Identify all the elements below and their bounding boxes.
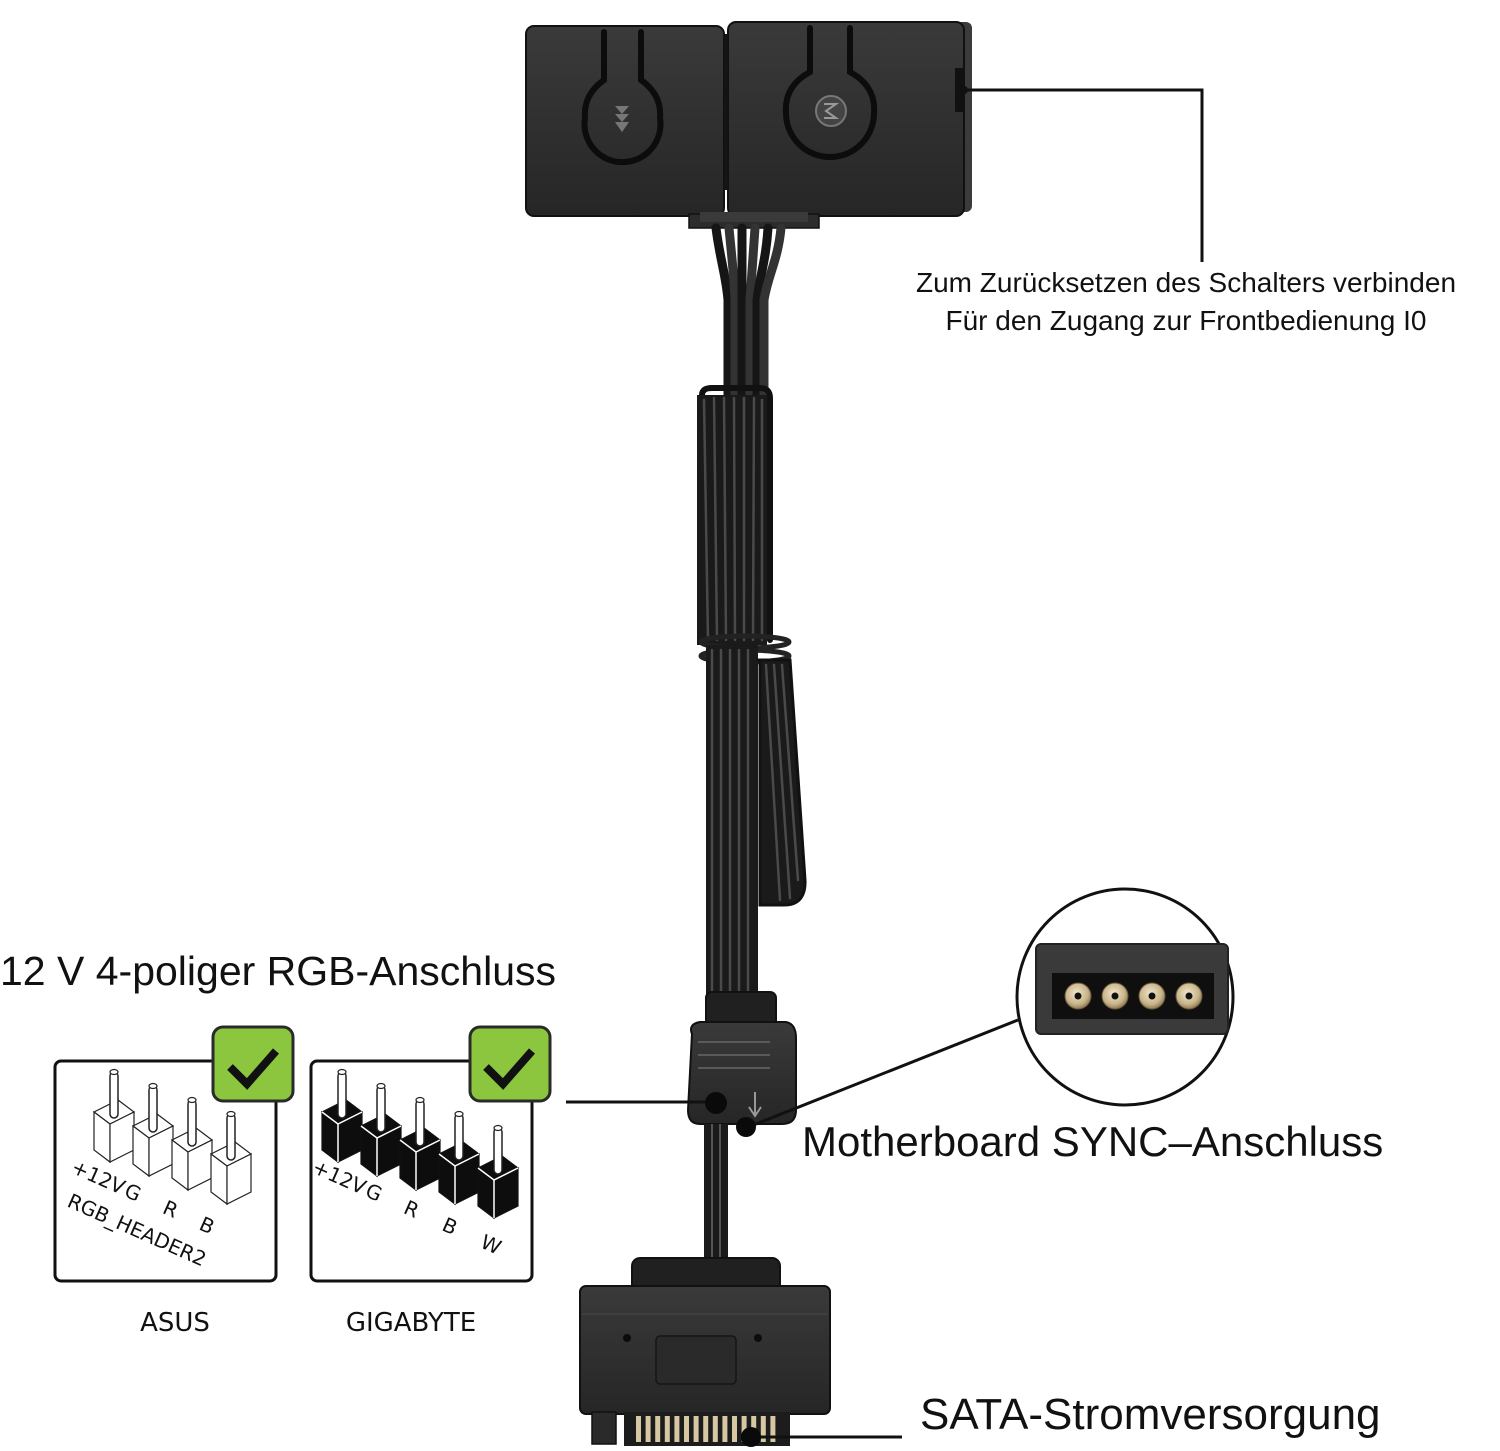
hub-right-half	[727, 21, 965, 217]
triple-down-arrow-icon	[615, 106, 629, 132]
sync-pin-hole	[1074, 992, 1082, 1000]
header-pin	[109, 1071, 119, 1119]
checkmark-icon	[483, 1048, 536, 1090]
rgb-connector-title: 12 V 4-poliger RGB-Anschluss	[0, 948, 557, 994]
brand-label-asus: ASUS	[140, 1308, 210, 1338]
sata-pin	[732, 1416, 737, 1442]
sata-pin	[703, 1416, 709, 1442]
callout-leaders	[566, 88, 1204, 1439]
header-pin	[226, 1113, 236, 1161]
checkmark-icon	[227, 1048, 280, 1090]
header-pin	[454, 1113, 464, 1161]
mode-m-icon	[815, 95, 847, 127]
cable-bundle	[697, 223, 807, 997]
hub-left-half	[525, 25, 725, 217]
reset-callout-line1: Zum Zurücksetzen des Schalters verbinden	[915, 267, 1457, 298]
sata-pin	[684, 1416, 689, 1442]
controller-hub	[525, 21, 972, 229]
header-pin	[148, 1085, 158, 1133]
header-pin	[493, 1127, 503, 1175]
sata-pin	[636, 1416, 641, 1442]
sata-pin	[674, 1416, 680, 1442]
sata-pin	[693, 1416, 699, 1442]
sata-pin	[664, 1416, 670, 1442]
sata-pin	[645, 1416, 651, 1442]
speed-button[interactable]	[581, 29, 664, 166]
check-badge	[468, 1025, 552, 1103]
sata-pin	[655, 1416, 661, 1442]
sync-pin-hole	[1185, 992, 1193, 1000]
sata-pin	[741, 1416, 747, 1442]
sata-pin	[712, 1416, 718, 1442]
sync-pin-hole	[1148, 992, 1156, 1000]
gigabyte-header-panel: +12V G R B W	[309, 1025, 552, 1283]
sync-connector-label: Motherboard SYNC–Anschluss	[802, 1118, 1384, 1165]
asus-header-panel: +12V G R B RGB_HEADER2	[53, 1025, 295, 1283]
leader-dot	[741, 1427, 761, 1447]
sata-connector	[579, 1257, 831, 1446]
header-pin	[376, 1085, 386, 1133]
header-pin	[187, 1099, 197, 1147]
arrow-down-icon	[748, 1092, 762, 1118]
reset-port	[955, 68, 963, 112]
sync-port-magnifier	[1015, 887, 1235, 1107]
sync-pin-hole	[1111, 992, 1119, 1000]
sync-port-pins	[1064, 982, 1203, 1010]
leader-dot	[736, 1117, 756, 1137]
sync-connector	[686, 991, 797, 1125]
sata-pin	[770, 1416, 776, 1442]
reset-callout-line2: Für den Zugang zur Frontbedienung I0	[945, 305, 1427, 336]
sata-pin	[760, 1416, 766, 1442]
reset-callout: Zum Zurücksetzen des Schalters verbinden…	[866, 264, 1500, 340]
sata-pin	[722, 1416, 728, 1442]
leader-dot	[705, 1092, 727, 1114]
header-pin	[337, 1071, 347, 1119]
check-badge	[211, 1025, 295, 1103]
mode-button[interactable]	[782, 25, 878, 160]
header-pin	[415, 1099, 425, 1147]
sata-power-label: SATA-Stromversorgung	[920, 1390, 1381, 1439]
brand-label-gigabyte: GIGABYTE	[345, 1308, 477, 1338]
